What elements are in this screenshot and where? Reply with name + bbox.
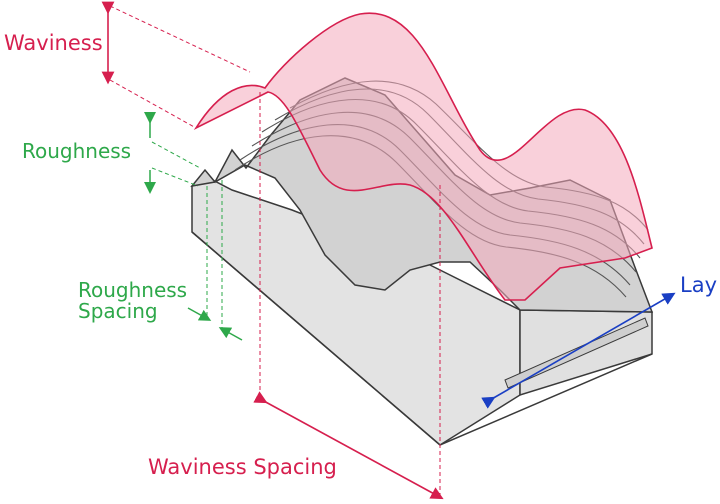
roughness-indicator	[144, 112, 201, 194]
roughness-spacing-label-line2: Spacing	[78, 299, 158, 323]
waviness-indicator	[101, 1, 251, 129]
roughness-spacing-label-line1: Roughness	[78, 278, 187, 302]
waviness-spacing-indicator	[253, 92, 444, 500]
waviness-spacing-label: Waviness Spacing	[148, 455, 337, 479]
lay-label: Lay	[680, 273, 717, 297]
waviness-label: Waviness	[4, 31, 103, 55]
roughness-label: Roughness	[22, 139, 131, 163]
roughness-spacing-indicator	[187, 180, 243, 341]
lay-arrow	[481, 292, 676, 409]
waviness-profile-sheet	[193, 12, 653, 301]
